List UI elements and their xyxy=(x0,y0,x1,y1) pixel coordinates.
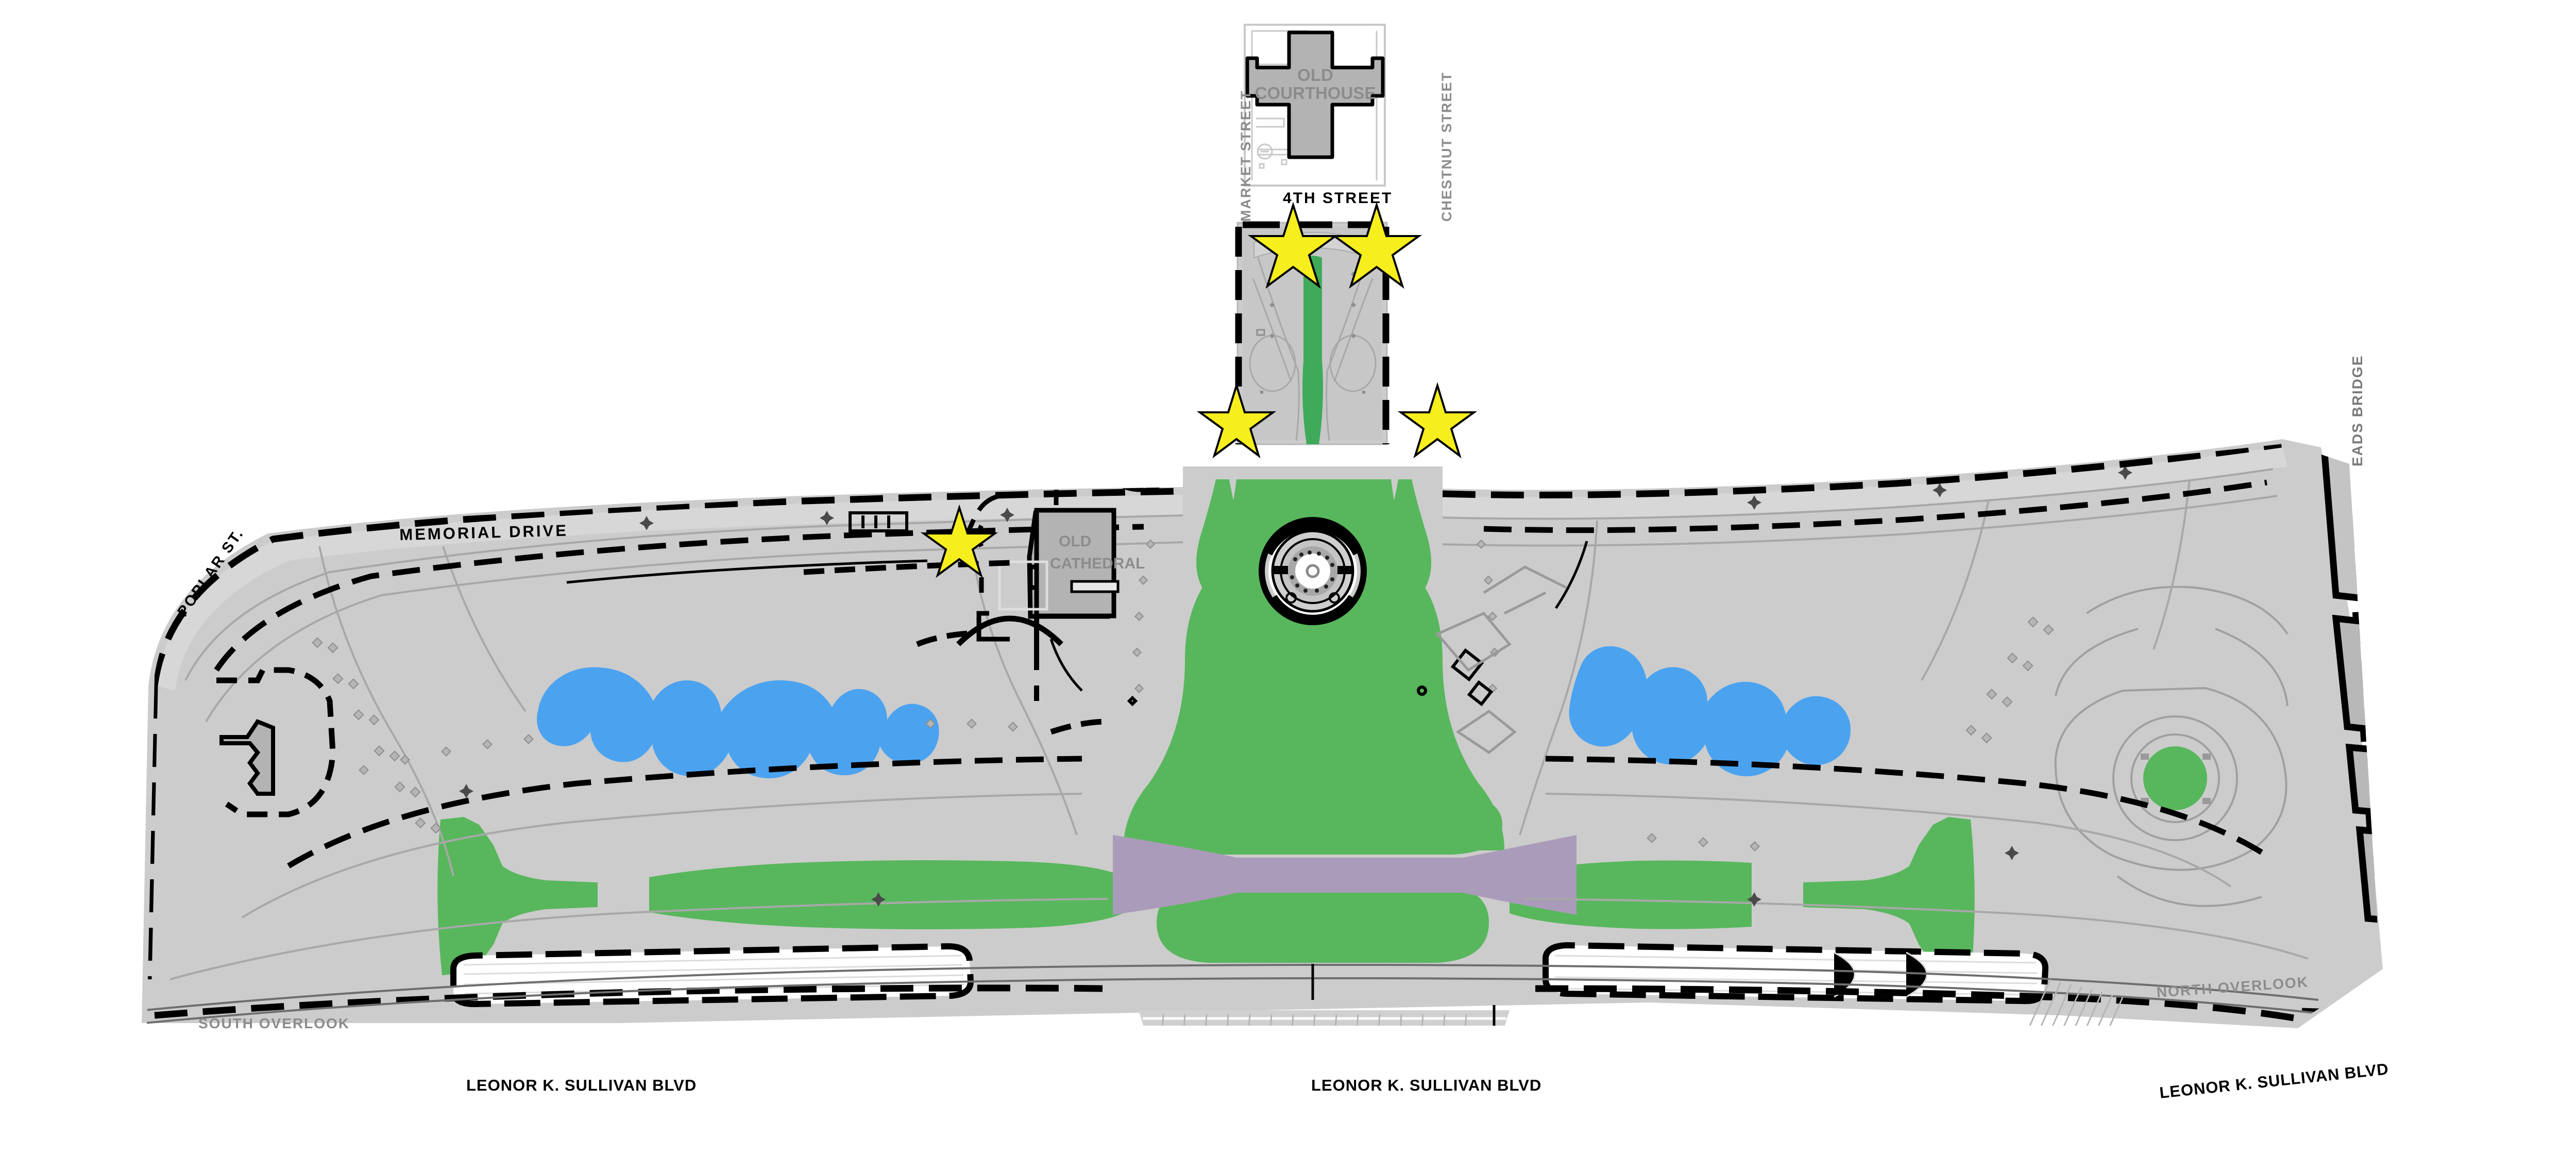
park-interior: OLD CATHEDRAL xyxy=(147,443,2380,1046)
central-south-oval-upper xyxy=(1136,794,1502,855)
yellow-star-markers[interactable] xyxy=(920,202,1478,578)
walkway-network xyxy=(170,468,2309,980)
old-courthouse-footprint xyxy=(1245,30,1385,159)
walkway-bowtie xyxy=(1113,835,1577,915)
levee-wall xyxy=(618,1030,1911,1046)
label-memorial-drive: MEMORIAL DRIVE xyxy=(399,521,569,544)
fine-lines xyxy=(566,541,1588,1026)
west-pond xyxy=(537,667,939,779)
levee-hatching xyxy=(2029,979,2124,1026)
old-courthouse-label-line1: OLD xyxy=(1297,65,1333,85)
misc-structures xyxy=(849,511,1512,707)
east-pond xyxy=(1569,646,1851,777)
label-eads-bridge: EADS BRIDGE xyxy=(2349,355,2365,466)
label-sullivan-blvd-left: LEONOR K. SULLIVAN BLVD xyxy=(466,1076,697,1094)
grand-staircase xyxy=(1139,1010,1510,1026)
old-courthouse-block: OLD COURTHOUSE xyxy=(1244,24,1386,187)
park-inner-boundary xyxy=(214,479,2268,868)
park-boundary xyxy=(147,443,2377,1023)
star-market-south xyxy=(1196,382,1277,459)
arch-museum-rotunda xyxy=(1259,517,1367,625)
southeast-lawn-wedge xyxy=(1803,817,1975,975)
old-cathedral-structure: OLD CATHEDRAL xyxy=(956,461,1166,701)
site-furniture-markers xyxy=(459,465,2132,907)
old-cathedral-label-line2: CATHEDRAL xyxy=(1050,555,1145,572)
central-south-oval-lower xyxy=(1157,883,1489,963)
star-chestnut-north xyxy=(1331,202,1422,289)
label-sullivan-blvd-center: LEONOR K. SULLIVAN BLVD xyxy=(1311,1076,1542,1094)
southwest-lawn-wedge xyxy=(437,817,598,975)
star-cathedral-west xyxy=(920,504,998,578)
label-south-overlook: SOUTH OVERLOOK xyxy=(198,1015,350,1031)
star-market-north xyxy=(1247,202,1339,289)
south-overlook-structure xyxy=(216,667,336,817)
north-overlook-green-circle xyxy=(2143,746,2207,810)
south-lawn-strip-west xyxy=(649,860,1123,929)
keiner-plaza-lawn xyxy=(1302,256,1323,444)
riverfront-rail xyxy=(147,964,2319,1024)
tree-allee xyxy=(312,539,2054,851)
label-market-street: MARKET STREET xyxy=(1238,90,1253,222)
old-cathedral-label-line1: OLD xyxy=(1059,533,1091,550)
old-courthouse-label-line2: COURTHOUSE xyxy=(1255,83,1376,103)
star-chestnut-south xyxy=(1397,382,1478,459)
label-4th-street: 4TH STREET xyxy=(1283,190,1393,207)
label-chestnut-street: CHESTNUT STREET xyxy=(1439,71,1454,222)
